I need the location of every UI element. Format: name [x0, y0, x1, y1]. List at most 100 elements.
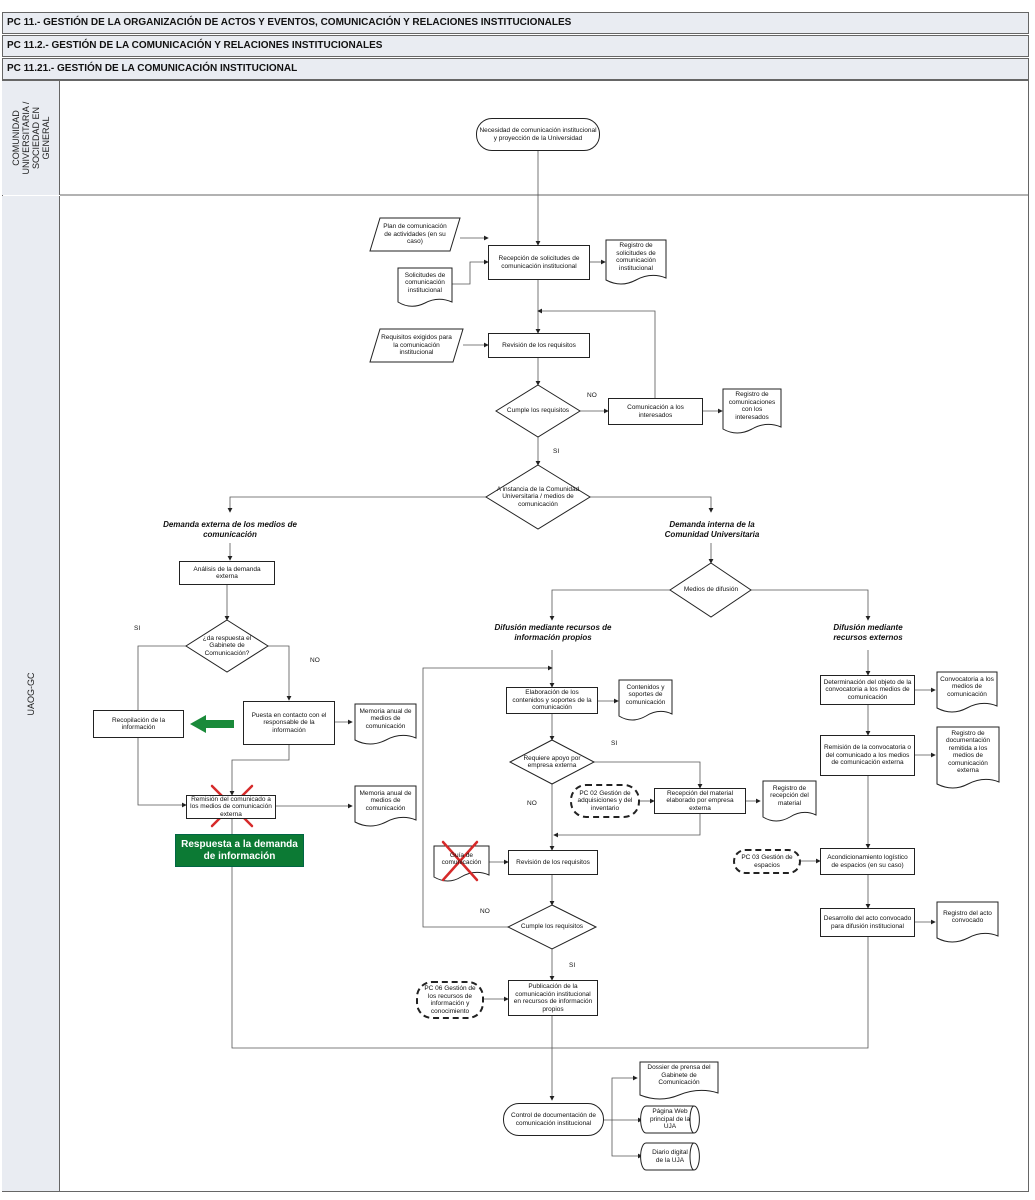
process-analisis: Análisis de la demanda externa — [179, 561, 275, 585]
db-diario-edge — [689, 1142, 695, 1171]
doc-registro-material — [762, 780, 817, 822]
label-registro-solicitudes: Registro de solicitudes de comunicación … — [616, 242, 656, 272]
decision-cumple1 — [495, 384, 581, 438]
edge-medios-externos — [751, 589, 871, 621]
process-puesta-contacto: Puesta en contacto con el responsable de… — [243, 701, 335, 745]
edge-label-si4: SI — [569, 962, 576, 969]
input-requisitos — [369, 328, 464, 363]
lane-community: COMUNIDAD UNIVERSITARIA / SOCIEDAD EN GE… — [2, 81, 60, 195]
edge-label-no3: NO — [527, 800, 537, 807]
process-remision-comunicado: Remisión del comunicado a los medios de … — [186, 795, 276, 819]
label-memoria2: Memoria anual de medios de comunicación — [359, 789, 412, 812]
header-pc11-2: PC 11.2.- GESTIÓN DE LA COMUNICACIÓN Y R… — [2, 35, 1029, 57]
label-cumple1: Cumple los requisitos — [506, 407, 570, 415]
process-recopilacion: Recopilación de la información — [93, 710, 184, 738]
label-requisitos: Requisitos exigidos para la comunicación… — [381, 334, 452, 357]
label-registro-comunicaciones: Registro de comunicaciones con los inter… — [728, 391, 776, 421]
edge-recepcion-revision2 — [553, 814, 701, 838]
db-pagina-web-edge — [689, 1105, 695, 1134]
branch-interna: Demanda interna de la Comunidad Universi… — [664, 520, 760, 539]
process-publicacion: Publicación de la comunicación instituci… — [508, 980, 598, 1016]
ref-pc02: PC 02 Gestión de adquisiciones y del inv… — [570, 784, 640, 818]
label-guia: Guía de comunicación — [441, 851, 482, 867]
edge-label-no2: NO — [310, 657, 320, 664]
doc-registro-comunicaciones — [722, 388, 782, 434]
edge-control-diario — [611, 1120, 643, 1159]
decision-medios — [669, 562, 752, 618]
process-revision1: Revisión de los requisitos — [488, 333, 590, 358]
green-arrow — [190, 715, 234, 733]
edge-requiere-recepcion — [594, 761, 703, 789]
doc-registro-solicitudes — [605, 239, 667, 285]
process-desarrollo: Desarrollo del acto convocado para difus… — [820, 908, 915, 937]
edge-cumple2-loop — [422, 665, 553, 928]
process-remision-convocatoria: Remisión de la convocatoria o del comuni… — [820, 735, 915, 776]
edge-label-si1: SI — [553, 448, 560, 455]
edge-label-no1: NO — [587, 392, 597, 399]
label-memoria1: Memoria anual de medios de comunicación — [359, 707, 412, 730]
process-determinacion: Determinación del objeto de la convocato… — [820, 675, 915, 705]
header-pc11: PC 11.- GESTIÓN DE LA ORGANIZACIÓN DE AC… — [2, 12, 1029, 34]
edge-recopilacion-remision — [137, 738, 187, 808]
label-cumple2: Cumple los requisitos — [520, 923, 584, 931]
decision-da-respuesta — [185, 619, 269, 673]
lane-uaog: UAOG-GC — [2, 196, 60, 1191]
doc-dossier — [639, 1061, 719, 1100]
edge-da-recopilacion — [135, 645, 186, 718]
edge-puesta-remision — [229, 745, 290, 796]
process-recepcion-material: Recepción del material elaborado por emp… — [654, 788, 746, 814]
label-instancia: A instancia de la Comunidad Universitari… — [496, 485, 580, 508]
doc-memoria2 — [354, 785, 417, 827]
edge-comunicacion-loop — [537, 308, 656, 398]
edge-instancia-interna — [590, 496, 714, 513]
header-pc11-21: PC 11.21.- GESTIÓN DE LA COMUNICACIÓN IN… — [2, 58, 1029, 80]
edge-label-si3: SI — [611, 740, 618, 747]
doc-registro-acto — [936, 901, 999, 943]
label-registro-remitida: Registro de documentación remitida a los… — [945, 729, 991, 775]
edge-label-si2: SI — [134, 625, 141, 632]
process-elaboracion: Elaboración de los contenidos y soportes… — [506, 687, 598, 714]
label-diario: Diario digital de la UJA — [652, 1149, 688, 1164]
label-plan: Plan de comunicación de actividades (en … — [383, 223, 447, 246]
cross-guia-b — [441, 840, 479, 882]
doc-solicitudes — [397, 267, 453, 307]
branch-externos: Difusión mediante recursos externos — [833, 623, 903, 642]
process-comunicacion-interesados: Comunicación a los interesados — [608, 398, 703, 425]
edge-da-puesta — [268, 645, 292, 701]
annotation-respuesta: Respuesta a la demanda de información — [175, 834, 304, 867]
branch-propios: Difusión mediante recursos de informació… — [494, 623, 612, 642]
branch-externa: Demanda externa de los medios de comunic… — [163, 520, 297, 539]
label-dossier: Dossier de prensa del Gabinete de Comuni… — [647, 1064, 711, 1087]
terminal-control: Control de documentación de comunicación… — [503, 1103, 604, 1136]
decision-requiere — [508, 739, 596, 785]
process-revision2: Revisión de los requisitos — [508, 850, 598, 875]
edge-solicitudes-recepcion — [452, 259, 489, 285]
edge-medios-propios — [549, 589, 670, 621]
input-plan — [369, 217, 461, 252]
doc-convocatoria — [936, 671, 998, 713]
edge-control-dossier — [603, 1075, 638, 1121]
label-solicitudes: Solicitudes de comunicación instituciona… — [404, 271, 446, 294]
doc-registro-remitida — [936, 726, 1000, 789]
edge-instancia-externa — [227, 496, 487, 513]
ref-pc06: PC 06 Gestión de los recursos de informa… — [416, 981, 484, 1019]
doc-memoria1 — [354, 703, 417, 745]
decision-cumple2 — [506, 904, 598, 950]
label-da-respuesta: ¿da respuesta el Gabinete de Comunicació… — [202, 634, 252, 657]
ref-pc03: PC 03 Gestión de espacios — [733, 849, 801, 874]
process-acondicionamiento: Acondicionamiento logístico de espacios … — [820, 848, 915, 875]
label-requiere: Requiere apoyo por empresa externa — [523, 754, 581, 770]
label-registro-material: Registro de recepción del material — [770, 784, 809, 807]
edge-remision-merge — [231, 819, 869, 1049]
process-recepcion: Recepción de solicitudes de comunicación… — [488, 245, 590, 280]
label-registro-acto: Registro del acto convocado — [943, 909, 992, 925]
label-convocatoria: Convocatoria a los medios de comunicació… — [940, 675, 994, 698]
label-medios: Medios de difusión — [683, 586, 739, 594]
edge-label-no4: NO — [480, 908, 490, 915]
terminal-start: Necesidad de comunicación institucional … — [476, 118, 600, 151]
doc-contenidos — [618, 679, 673, 721]
label-contenidos: Contenidos y soportes de comunicación — [625, 683, 666, 706]
decision-instancia — [485, 464, 591, 530]
label-pagina-web: Página Web principal de la UJA — [649, 1108, 691, 1131]
